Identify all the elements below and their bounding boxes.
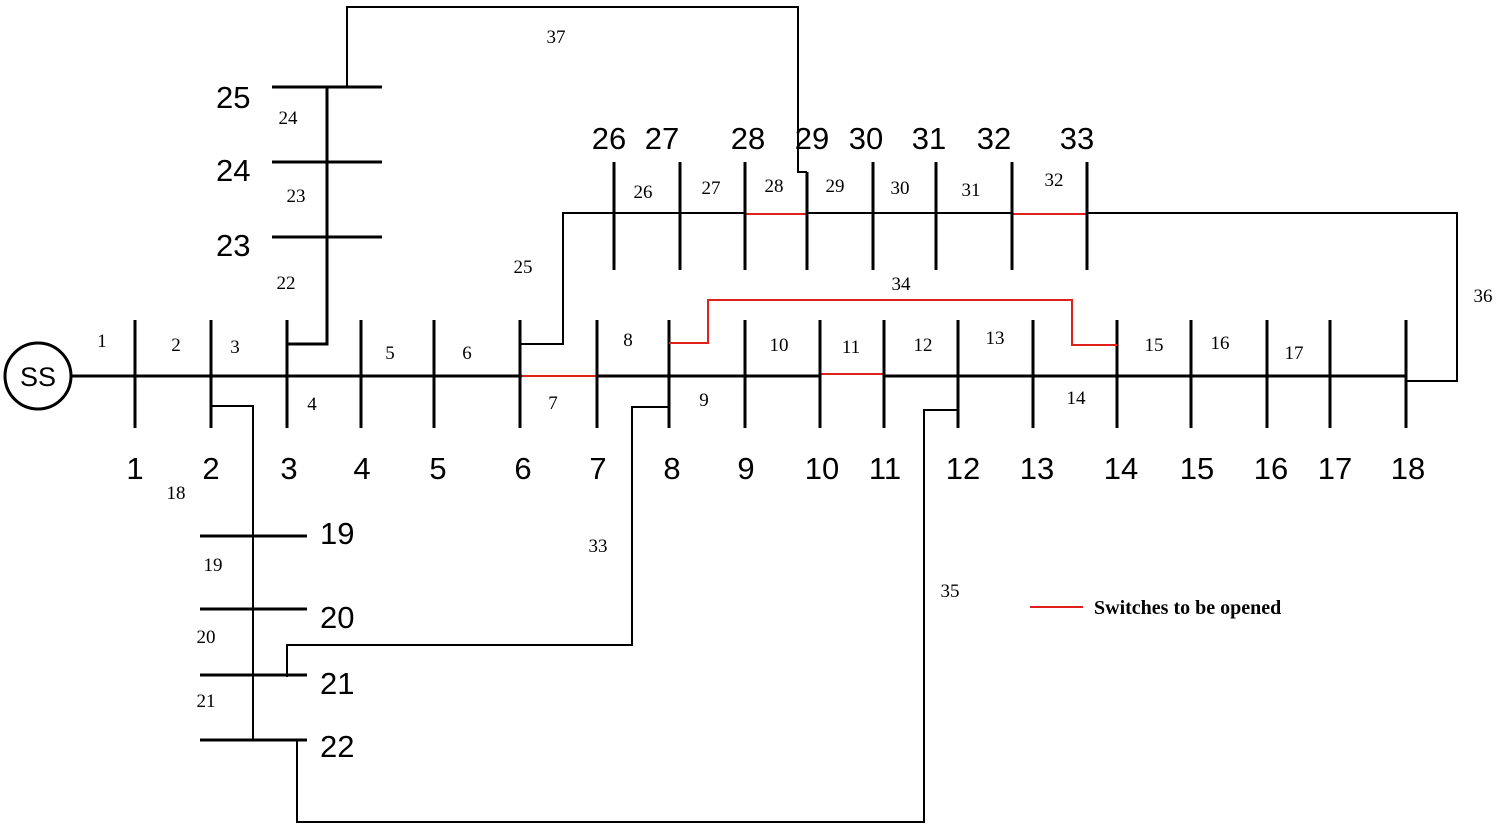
branch-label-22: 22 [277,273,296,294]
branch-label-26: 26 [634,182,653,203]
branch-label-33: 33 [589,536,608,557]
bus-label-4: 4 [353,451,370,486]
branch-label-7: 7 [548,393,558,414]
substation-label: SS [20,362,56,392]
branch-label-21: 21 [197,691,216,712]
lateral-23-25-trunk [287,87,329,346]
branch-label-31: 31 [962,180,981,201]
branch-label-11: 11 [842,337,860,358]
branch-label-2: 2 [171,335,181,356]
branch-label-24: 24 [279,108,299,129]
branch-label-36: 36 [1474,286,1493,307]
substation: SS [3,341,73,411]
bus-label-13: 13 [1020,451,1054,486]
branch-label-23: 23 [287,186,306,207]
branch-label-20: 20 [197,627,216,648]
branch-label-18: 18 [167,483,186,504]
bus-label-20: 20 [320,600,354,635]
bus-label-6: 6 [514,451,531,486]
lateral-23-25 [272,85,382,346]
bus-label-28: 28 [731,121,765,156]
branch-label-12: 12 [914,335,933,356]
branch-label-29: 29 [826,176,845,197]
branch-label-35: 35 [941,581,960,602]
bus-label-14: 14 [1104,451,1138,486]
bus-label-3: 3 [280,451,297,486]
bus-label-32: 32 [977,121,1011,156]
branch-label-13: 13 [986,328,1005,349]
tie-line-33 [286,406,669,677]
bus-label-12: 12 [946,451,980,486]
bus-label-24: 24 [216,153,250,188]
branch-label-4: 4 [307,394,317,415]
branch-label-25: 25 [514,257,533,278]
bus-label-1: 1 [126,451,143,486]
lateral-19-22-trunk [211,405,254,740]
bus-labels: 1 2 3 4 5 6 7 8 9 10 11 12 13 14 15 16 1… [126,80,1425,764]
bus-label-30: 30 [849,121,883,156]
branch-label-17: 17 [1285,343,1304,364]
bus-label-31: 31 [912,121,946,156]
tie-line-36 [1087,212,1458,382]
tie-line-35 [296,409,958,823]
bus-label-21: 21 [320,666,354,701]
tie-lines [286,6,1458,823]
branch-label-34: 34 [892,274,912,295]
bus-label-11: 11 [869,451,901,486]
branch-label-14: 14 [1067,388,1087,409]
bus-label-23: 23 [216,228,250,263]
branch-label-37: 37 [547,27,566,48]
lateral-26-33-start [520,212,745,345]
branch-label-6: 6 [462,343,472,364]
bus-label-22: 22 [320,729,354,764]
main-feeder [71,373,1406,378]
branch-label-15: 15 [1145,335,1164,356]
lateral-26-33 [520,162,1089,345]
bus-label-27: 27 [645,121,679,156]
bus-label-16: 16 [1254,451,1288,486]
legend-label: Switches to be opened [1094,597,1281,619]
branch-label-1: 1 [97,331,107,352]
bus-label-25: 25 [216,80,250,115]
branch-label-5: 5 [385,343,395,364]
branch-label-8: 8 [623,330,633,351]
open-switch-34 [669,299,1117,346]
main-bus-bars [133,320,1408,428]
bus-label-5: 5 [429,451,446,486]
branch-label-10: 10 [770,335,789,356]
bus-label-18: 18 [1391,451,1425,486]
branch-label-19: 19 [204,555,223,576]
bus-label-10: 10 [805,451,839,486]
bus-label-8: 8 [663,451,680,486]
branch-label-28: 28 [765,176,784,197]
branch-label-32: 32 [1045,170,1064,191]
bus-label-2: 2 [202,451,219,486]
bus-label-19: 19 [320,516,354,551]
legend: Switches to be opened [1030,597,1281,619]
branch-labels: 1 2 3 4 5 6 7 8 9 10 11 12 13 14 15 16 1… [97,27,1492,712]
bus-label-17: 17 [1318,451,1352,486]
bus-label-9: 9 [737,451,754,486]
branch-label-16: 16 [1211,333,1230,354]
lateral-19-22 [200,405,307,742]
branch-label-30: 30 [891,178,910,199]
bus-label-15: 15 [1180,451,1214,486]
bus-label-29: 29 [795,121,829,156]
bus-label-33: 33 [1060,121,1094,156]
branch-label-27: 27 [702,178,721,199]
branch-label-3: 3 [230,337,240,358]
tie-line-37 [346,6,807,173]
bus-label-7: 7 [589,451,606,486]
bus-label-26: 26 [592,121,626,156]
branch-label-9: 9 [699,390,709,411]
